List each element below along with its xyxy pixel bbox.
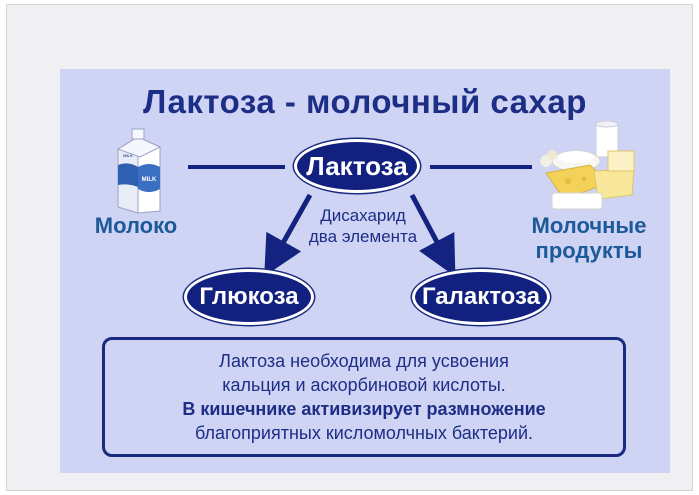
info-box: Лактоза необходима для усвоения кальция … bbox=[102, 337, 626, 457]
label-milk: Молоко bbox=[94, 213, 178, 238]
label-dairy-products: Молочные продукты bbox=[514, 213, 664, 263]
milk-carton-label-front: MILK bbox=[142, 177, 157, 183]
info-line-3: В кишечнике активизирует размножение bbox=[182, 399, 546, 419]
arrow-to-galactose bbox=[409, 193, 456, 277]
node-glucose: Глюкоза bbox=[184, 269, 314, 325]
label-dairy-line-1: Молочные bbox=[531, 213, 647, 238]
arrow-label: Дисахарид два элемента bbox=[298, 205, 428, 247]
slide: Лактоза - молочный сахар MILK MILK bbox=[60, 69, 670, 473]
arrow-label-line-1: Дисахарид bbox=[320, 206, 406, 225]
screenshot-frame: Лактоза - молочный сахар MILK MILK bbox=[6, 4, 693, 491]
milk-carton-label-top: MILK bbox=[123, 153, 133, 158]
dairy-products-icon bbox=[540, 121, 635, 210]
node-galactose: Галактоза bbox=[412, 269, 550, 325]
info-line-2: кальция и аскорбиновой кислоты. bbox=[222, 375, 506, 395]
slide-title: Лактоза - молочный сахар bbox=[143, 83, 587, 120]
info-line-4: благоприятных кисломолчных бактерий. bbox=[194, 423, 534, 443]
label-dairy-line-2: продукты bbox=[535, 238, 643, 263]
info-line-1: Лактоза необходима для усвоения bbox=[219, 351, 509, 371]
arrow-label-line-2: два элемента bbox=[308, 227, 418, 246]
arrow-to-glucose bbox=[264, 193, 313, 277]
milk-carton-icon: MILK MILK bbox=[116, 128, 162, 214]
node-lactose: Лактоза bbox=[294, 139, 420, 193]
connector-lines bbox=[188, 165, 532, 277]
